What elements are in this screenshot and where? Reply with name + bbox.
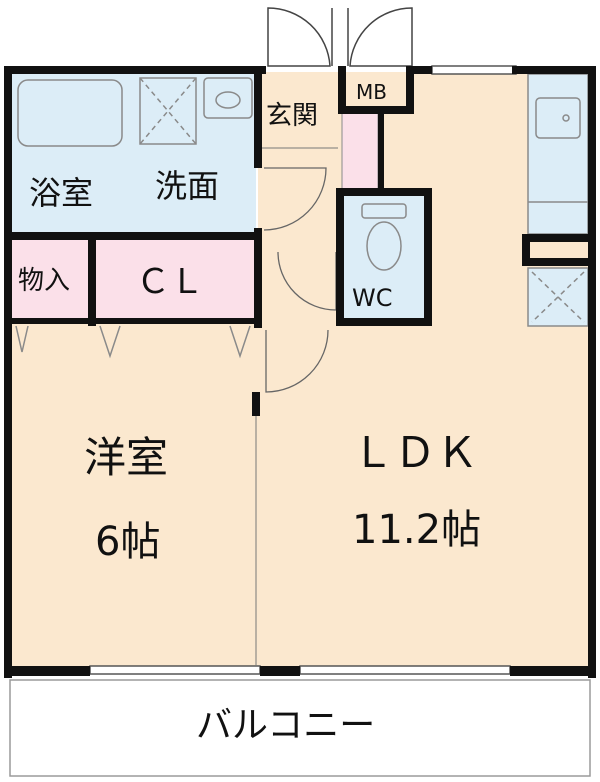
outer-wall-bottom-mid <box>260 666 300 676</box>
bath-floor <box>10 72 132 232</box>
room-label-toilet: WC <box>352 284 393 312</box>
toilet-floor <box>342 192 426 322</box>
washroom-door-swing <box>263 167 327 231</box>
sink-drain <box>562 114 570 122</box>
outer-wall-bottom-right <box>510 666 596 676</box>
balcony-window-left <box>89 665 261 675</box>
wall-fridge-bottom <box>522 258 592 266</box>
ldk-window <box>431 65 517 75</box>
storage-floor <box>10 240 90 320</box>
toilet-tank <box>361 203 407 219</box>
balcony-window-right <box>299 665 511 675</box>
room-door-swing <box>265 329 329 393</box>
outer-wall-left <box>4 66 12 678</box>
wall-bath-bottom <box>4 232 254 240</box>
outer-wall-top-left <box>4 66 266 74</box>
wash-basin <box>203 77 253 119</box>
shower-diagonal-2 <box>139 77 197 145</box>
wall-fridge-top <box>522 234 592 242</box>
outer-wall-top-mid <box>414 66 432 74</box>
balcony-floor <box>9 679 591 777</box>
wall-storage-divider <box>88 240 96 326</box>
wall-toilet-right <box>424 190 432 324</box>
wall-fridge-left <box>522 234 530 266</box>
room-label-entrance: 玄関 <box>266 101 319 131</box>
room-label-western-room-size: 6帖 <box>95 519 161 565</box>
outer-wall-top-right <box>512 66 596 74</box>
bathtub <box>17 79 123 147</box>
wall-washroom-right <box>254 66 262 168</box>
room-label-meter-box: MB <box>356 80 387 104</box>
front-door-left-swing <box>267 7 331 67</box>
wall-shoe-right <box>378 112 384 192</box>
wash-bowl <box>215 91 241 109</box>
entrance-hall-floor <box>258 72 340 322</box>
shower-unit <box>139 77 197 145</box>
outer-wall-bottom-left <box>4 666 90 676</box>
kitchen-counter <box>527 73 589 235</box>
kitchen-sink <box>535 97 581 139</box>
room-label-western-room: 洋室 <box>84 433 169 482</box>
room-label-storage: 物入 <box>18 266 71 296</box>
wall-toilet-left <box>336 190 344 324</box>
room-label-balcony: バルコニー <box>196 705 376 746</box>
toilet-door-swing <box>277 251 337 311</box>
front-door-right-swing <box>349 7 413 67</box>
wall-closet-bottom <box>4 318 262 324</box>
wall-mb-box-bottom <box>338 106 414 114</box>
room-label-washroom: 洗面 <box>155 167 220 205</box>
room-label-bath: 浴室 <box>29 174 94 212</box>
outer-wall-right <box>588 66 596 678</box>
wall-toilet-bottom <box>336 318 432 326</box>
wall-mb-box-left <box>338 66 346 112</box>
wall-hall-left <box>254 228 262 328</box>
wall-room-divider <box>252 392 260 416</box>
fridge-diagonal-2 <box>531 271 585 323</box>
closet-door-mark <box>15 325 29 353</box>
closet-floor <box>96 240 254 320</box>
shoe-cabinet <box>341 111 379 191</box>
washroom-floor <box>132 72 256 232</box>
toilet-bowl <box>366 221 402 271</box>
room-label-ldk-size: 11.2帖 <box>352 507 482 553</box>
shower-diagonal <box>139 77 197 145</box>
western-room-floor <box>10 322 258 670</box>
closet-door-mark <box>229 325 251 359</box>
room-label-closet: ＣＬ <box>136 262 204 302</box>
room-label-ldk: ＬＤＫ <box>352 428 479 477</box>
wall-mb-box-right <box>406 66 414 112</box>
closet-door-mark <box>99 325 121 359</box>
